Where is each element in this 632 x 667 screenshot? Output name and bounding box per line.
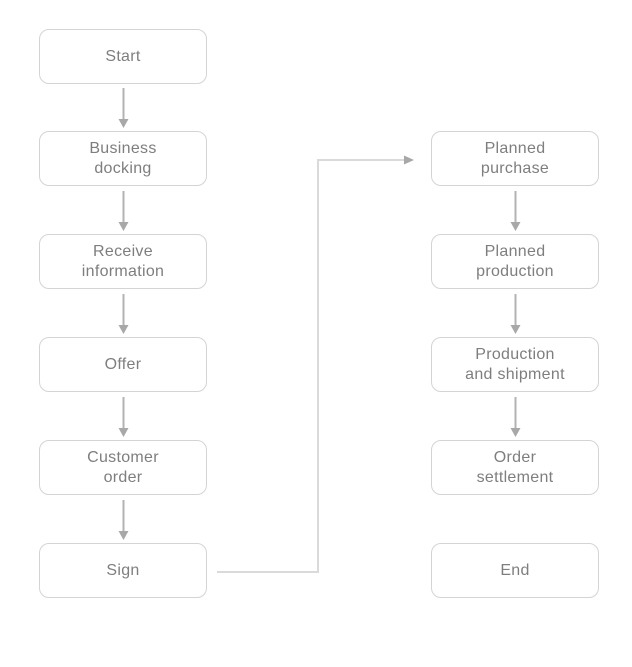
flow-node-label: Order settlement xyxy=(476,448,554,486)
arrow-start-to-business-docking xyxy=(118,88,129,128)
flow-node-label: Start xyxy=(105,47,141,65)
flow-node-customer-order: Customer order xyxy=(39,440,207,495)
flow-node-label: Customer order xyxy=(87,448,159,486)
flow-node-business-docking: Business docking xyxy=(39,131,207,186)
flow-node-sign: Sign xyxy=(39,543,207,598)
flow-node-label: Offer xyxy=(104,355,142,373)
flow-node-label: Production and shipment xyxy=(465,345,565,383)
arrow-customer-order-to-sign xyxy=(118,500,129,540)
arrow-offer-to-customer-order xyxy=(118,397,129,437)
flow-node-start: Start xyxy=(39,29,207,84)
arrow-planned-production-to-production-and-shipment xyxy=(510,294,521,334)
flow-node-label: Planned production xyxy=(476,242,554,280)
flow-node-label: End xyxy=(500,561,530,579)
flow-node-receive-information: Receive information xyxy=(39,234,207,289)
arrow-production-and-shipment-to-order-settlement xyxy=(510,397,521,437)
arrow-sign-to-planned-purchase xyxy=(217,155,414,573)
flow-node-offer: Offer xyxy=(39,337,207,392)
arrow-planned-purchase-to-planned-production xyxy=(510,191,521,231)
flow-node-label: Receive information xyxy=(81,242,165,280)
flow-node-label: Planned purchase xyxy=(480,139,550,177)
flow-node-label: Business docking xyxy=(89,139,157,177)
arrow-business-docking-to-receive-information xyxy=(118,191,129,231)
flow-node-label: Sign xyxy=(106,561,140,579)
flow-node-end: End xyxy=(431,543,599,598)
arrow-receive-information-to-offer xyxy=(118,294,129,334)
flow-node-planned-purchase: Planned purchase xyxy=(431,131,599,186)
flow-node-order-settlement: Order settlement xyxy=(431,440,599,495)
flow-node-planned-production: Planned production xyxy=(431,234,599,289)
flow-node-production-and-shipment: Production and shipment xyxy=(431,337,599,392)
